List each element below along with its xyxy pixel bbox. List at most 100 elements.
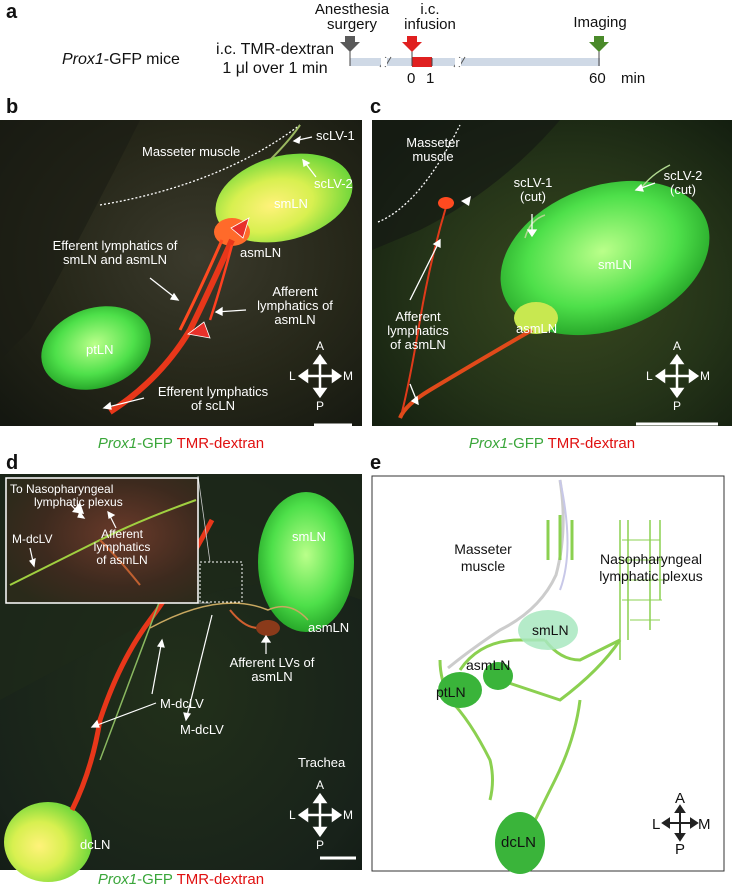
b-compass-p: P	[316, 399, 325, 413]
e-compass-a: A	[675, 790, 686, 807]
c-compass-l: L	[646, 369, 653, 383]
b-smln-node	[215, 153, 353, 243]
e-dcln-label: dcLN	[501, 834, 537, 851]
c-masseter-line-2: muscle	[412, 149, 454, 164]
c-caption-tmr: TMR-dextran	[547, 435, 636, 452]
d-compass-l: L	[289, 808, 296, 822]
b-efferent-sc-label: Efferent lymphatics of scLN	[148, 385, 278, 413]
imaging-arrow-icon	[589, 36, 609, 52]
e-compass-p: P	[675, 841, 686, 858]
c-caption-gfp: Prox1	[468, 435, 509, 452]
e-ptln-label: ptLN	[436, 684, 466, 700]
d-mdclv-label-b: M-dcLV	[160, 696, 204, 711]
b-smln-label: smLN	[274, 196, 308, 211]
c-asmln-node	[514, 302, 558, 334]
e-naso-line-1: Nasopharyngeal	[600, 551, 702, 567]
e-smln-node	[518, 610, 578, 650]
panel-label-a: a	[6, 1, 18, 23]
c-afferent-label: Afferent lymphatics of asmLN	[378, 310, 458, 352]
d-afferent-lvs-line-2: asmLN	[251, 669, 293, 684]
b-ptln-node	[41, 306, 151, 390]
timeline-bar	[350, 58, 600, 66]
b-efferent-line-1: Efferent lymphatics of	[52, 238, 178, 253]
b-compass-l: L	[289, 369, 296, 383]
d-caption-tmr: TMR-dextran	[176, 871, 265, 888]
infusion-period	[412, 57, 432, 67]
b-caption-tmr: TMR-dextran	[176, 435, 265, 452]
timeline-graphic	[340, 36, 609, 68]
dose-line-1: i.c. TMR-dextran	[216, 41, 334, 58]
d-mdclv-label-a: M-dcLV	[180, 722, 224, 737]
imaging-label: Imaging	[573, 14, 627, 31]
b-afferent-line-2: lymphatics of	[257, 298, 333, 313]
d-smln-node	[258, 492, 354, 632]
anesthesia-line-1: Anesthesia	[314, 1, 390, 18]
d-inset-afferent-line-3: of asmLN	[96, 553, 148, 567]
dose-line-2: 1 μl over 1 min	[222, 60, 328, 77]
e-masseter-line-2: muscle	[460, 558, 506, 574]
mouse-suffix: -GFP mice	[103, 51, 180, 68]
tick-0-label: 0	[407, 70, 416, 87]
panel-label-c: c	[370, 96, 382, 118]
c-sclv2-line-1: scLV-2	[663, 168, 703, 183]
b-efferent-sc-line-1: Efferent lymphatics	[157, 384, 269, 399]
panel-label-d: d	[6, 452, 19, 474]
c-smln-label: smLN	[598, 257, 632, 272]
b-efferent-line-2: smLN and asmLN	[62, 252, 168, 267]
c-sclv2-label: scLV-2 (cut)	[656, 169, 710, 197]
c-caption: Prox1-GFP TMR-dextran	[372, 436, 732, 452]
c-sclv1-line-2: (cut)	[520, 189, 546, 204]
c-compass	[654, 353, 700, 399]
b-caption: Prox1-GFP TMR-dextran	[0, 436, 362, 452]
d-dcln-node	[4, 802, 92, 882]
b-sclv1-label: scLV-1	[316, 128, 355, 143]
e-ptln-node	[438, 672, 482, 708]
e-compass	[661, 804, 699, 842]
d-afferent-lvs-label: Afferent LVs of asmLN	[222, 656, 322, 684]
anesthesia-line-2: surgery	[326, 16, 378, 33]
c-sclv1-line-1: scLV-1	[513, 175, 553, 190]
c-afferent-line-2: lymphatics	[387, 323, 449, 338]
d-compass	[297, 792, 343, 838]
c-sclv1-label: scLV-1 (cut)	[506, 176, 560, 204]
b-compass-m: M	[343, 369, 353, 383]
anesthesia-arrow-icon	[340, 36, 360, 52]
b-masseter-label: Masseter muscle	[142, 144, 241, 159]
d-caption-gfp: Prox1	[97, 871, 138, 888]
c-caption-gfp-suffix: -GFP	[508, 435, 544, 452]
d-smln-label: smLN	[292, 529, 326, 544]
b-efferent-sc-line-2: of scLN	[190, 398, 236, 413]
c-compass-m: M	[700, 369, 710, 383]
mouse-gene: Prox1	[62, 51, 104, 68]
axis-break-gap-1	[381, 58, 387, 66]
b-caption-gfp-suffix: -GFP	[137, 435, 173, 452]
tick-1-label: 1	[426, 70, 435, 87]
d-dcln-label: dcLN	[80, 837, 111, 852]
b-sclv2-label: scLV-2	[314, 176, 353, 191]
c-compass-a: A	[673, 339, 682, 353]
d-inset-afferent-label: Afferent lymphatics of asmLN	[82, 528, 162, 567]
anesthesia-label: Anesthesia surgery	[302, 2, 402, 32]
d-compass-m: M	[343, 808, 353, 822]
e-naso-line-2: lymphatic plexus	[599, 568, 703, 584]
d-afferent-lvs-line-1: Afferent LVs of	[229, 655, 315, 670]
unit-label: min	[621, 70, 646, 87]
infusion-line-1: i.c.	[420, 1, 440, 18]
infusion-label: i.c. infusion	[395, 2, 465, 32]
tick-60-label: 60	[589, 70, 606, 87]
d-inset-box	[5, 477, 199, 604]
mouse-line-label: Prox1-GFP mice	[62, 51, 180, 69]
c-afferent-line-3: of asmLN	[390, 337, 446, 352]
c-asmln-label: asmLN	[516, 321, 558, 336]
panel-label-b: b	[6, 96, 19, 118]
infusion-arrow-icon	[402, 36, 422, 52]
e-compass-m: M	[698, 816, 711, 833]
d-caption-gfp-suffix: -GFP	[137, 871, 173, 888]
d-inset-to-line-2: lymphatic plexus	[34, 495, 123, 509]
e-smln-label: smLN	[532, 622, 569, 638]
d-inset-afferent-line-1: Afferent	[101, 527, 143, 541]
